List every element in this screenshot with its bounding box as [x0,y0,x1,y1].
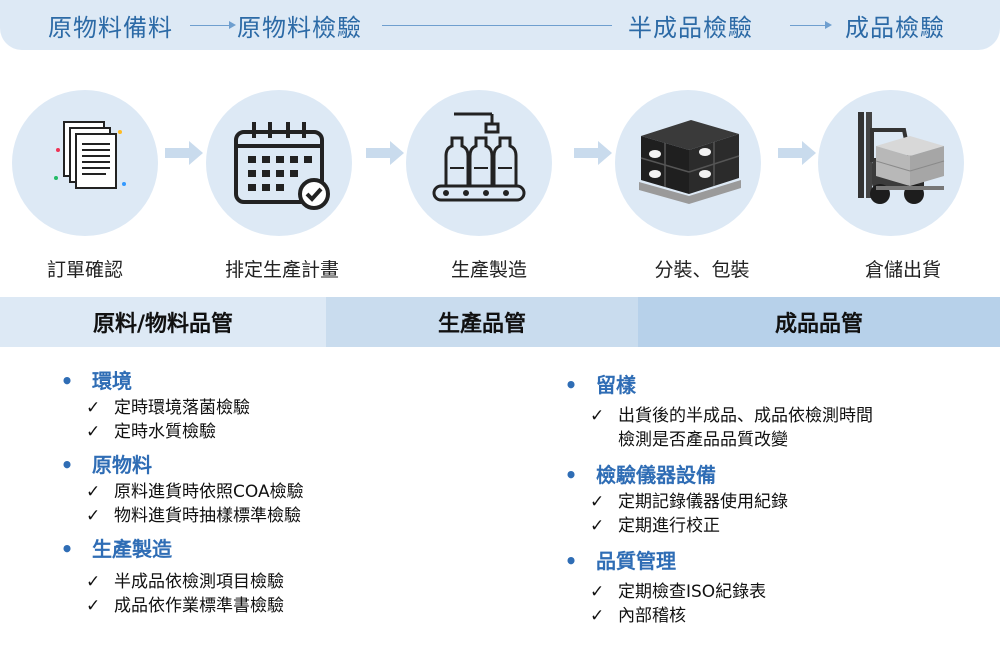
check-icon: ✓ [86,596,101,616]
section-title: 原物料 [92,453,152,477]
section-retained-samples: • 留樣 ✓出貨後的半成品、成品依檢測時間 檢測是否產品品質改變 [556,370,996,452]
section-title: 留樣 [596,373,636,397]
bullet-icon: • [60,453,74,477]
section-manufacturing: • 生產製造 ✓半成品依檢測項目檢驗 ✓成品依作業標準書檢驗 [52,534,492,618]
section-title: 環境 [92,369,132,393]
flow-stage-raw-material-prep: 原物料備料 [48,14,173,42]
bottling-line-icon [432,112,526,202]
step-label-packaging: 分裝、包裝 [654,259,750,281]
step-arrow-icon [778,141,816,165]
process-flow-banner: 原物料備料 原物料檢驗 半成品檢驗 成品檢驗 [0,0,1000,50]
documents-icon [54,121,126,189]
left-qc-list: • 環境 ✓定時環境落菌檢驗 ✓定時水質檢驗 • 原物料 ✓原料進貨時依照COA檢驗… [52,366,492,624]
check-icon: ✓ [86,506,101,526]
list-item: ✓定時環境落菌檢驗 [86,398,250,418]
step-label-schedule: 排定生產計畫 [224,259,339,281]
check-icon: ✓ [590,606,605,626]
bullet-icon: • [564,549,578,573]
step-arrow-icon [574,141,612,165]
section-title: 生產製造 [92,537,172,561]
category-product-qc: 成品品管 [638,297,1000,347]
list-item-continuation: 檢測是否產品品質改變 [618,430,788,450]
list-item: ✓定時水質檢驗 [86,422,216,442]
section-environment: • 環境 ✓定時環境落菌檢驗 ✓定時水質檢驗 [52,366,492,444]
check-icon: ✓ [590,406,605,426]
list-item: ✓物料進貨時抽樣標準檢驗 [86,506,301,526]
check-icon: ✓ [86,572,101,592]
flow-stage-semi-product-inspection: 半成品檢驗 [628,14,753,42]
bullet-icon: • [60,369,74,393]
step-manufacturing [406,90,552,236]
list-item: ✓成品依作業標準書檢驗 [86,596,284,616]
flow-stage-raw-material-inspection: 原物料檢驗 [237,14,362,42]
bullet-icon: • [564,373,578,397]
check-icon: ✓ [86,398,101,418]
flow-arrow [190,21,236,29]
list-item: ✓原料進貨時依照COA檢驗 [86,482,304,502]
section-title: 檢驗儀器設備 [596,463,716,487]
list-item: ✓定期記錄儀器使用紀錄 [590,492,788,512]
check-icon: ✓ [86,482,101,502]
section-raw-materials: • 原物料 ✓原料進貨時依照COA檢驗 ✓物料進貨時抽樣標準檢驗 [52,450,492,528]
check-icon: ✓ [590,492,605,512]
check-icon: ✓ [590,582,605,602]
step-schedule [206,90,352,236]
boxed-pallet-icon [639,120,741,204]
step-label-warehousing: 倉儲出貨 [864,259,941,281]
check-icon: ✓ [590,516,605,536]
check-icon: ✓ [86,422,101,442]
list-item: ✓內部稽核 [590,606,686,626]
step-warehousing [818,90,964,236]
flow-stage-product-inspection: 成品檢驗 [845,14,945,42]
section-quality-management: • 品質管理 ✓定期檢查ISO紀錄表 ✓內部稽核 [556,546,996,628]
step-packaging [615,90,761,236]
flow-line [382,25,612,26]
category-raw-material-qc: 原料/物料品管 [0,297,326,347]
step-label-manufacturing: 生產製造 [450,259,527,281]
step-arrow-icon [366,141,404,165]
list-item: ✓半成品依檢測項目檢驗 [86,572,284,592]
list-item: ✓定期檢查ISO紀錄表 [590,582,767,602]
list-item: ✓定期進行校正 [590,516,720,536]
right-qc-list: • 留樣 ✓出貨後的半成品、成品依檢測時間 檢測是否產品品質改變 • 檢驗儀器設備 … [556,370,996,634]
category-production-qc: 生產品管 [326,297,638,347]
forklift-icon [858,112,945,204]
calendar-check-icon [234,122,330,210]
flow-arrow [790,21,832,29]
step-label-order-confirm: 訂單確認 [46,259,123,281]
bullet-icon: • [60,537,74,561]
step-order-confirm [12,90,158,236]
list-item: ✓出貨後的半成品、成品依檢測時間 [590,406,873,426]
step-arrow-icon [165,141,203,165]
section-title: 品質管理 [596,549,676,573]
bullet-icon: • [564,463,578,487]
section-inspection-equipment: • 檢驗儀器設備 ✓定期記錄儀器使用紀錄 ✓定期進行校正 [556,460,996,538]
